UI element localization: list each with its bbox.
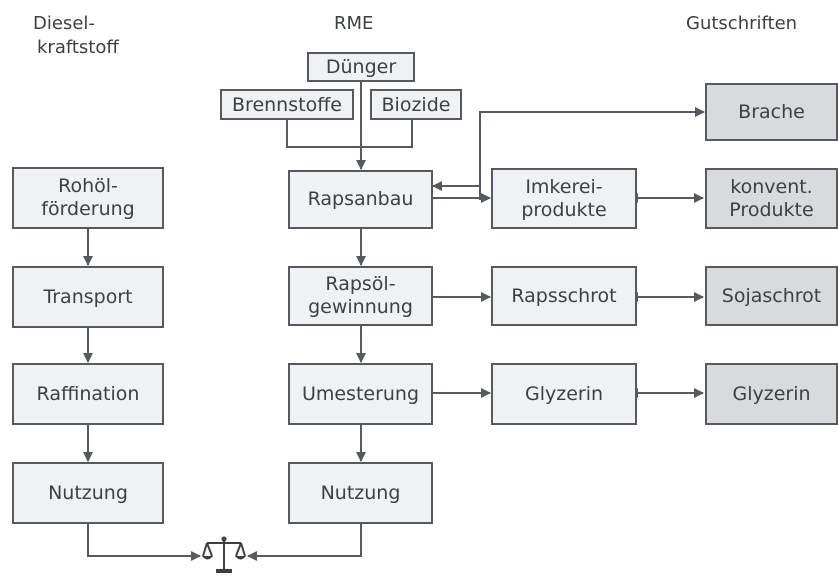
- diesel-step-transport: Transport: [12, 266, 164, 328]
- input-brennstoffe-label: Brennstoffe: [232, 93, 342, 116]
- input-duenger-label: Dünger: [325, 56, 397, 78]
- input-biozide: Biozide: [370, 89, 462, 120]
- header-credits: Gutschriften: [686, 13, 798, 34]
- diesel-step-label: Raffination: [36, 382, 140, 405]
- input-brennstoffe: Brennstoffe: [220, 89, 354, 120]
- diesel-step-label: Transport: [43, 285, 133, 308]
- header-diesel-line2: kraftstoff: [37, 37, 119, 58]
- byproduct-label: produkte: [521, 198, 607, 221]
- diesel-step-rohoel: Rohöl- förderung: [12, 167, 164, 229]
- credit-brache: Brache: [705, 83, 838, 141]
- byproduct-label: Glyzerin: [524, 382, 604, 405]
- rme-step-label: Rapsanbau: [307, 188, 414, 210]
- credit-label: Produkte: [729, 198, 814, 221]
- input-duenger: Dünger: [307, 52, 415, 82]
- rme-step-rapsoel: Rapsöl- gewinnung: [288, 266, 433, 326]
- byproduct-label: Rapsschrot: [511, 284, 617, 307]
- byproduct-imkerei: Imkerei- produkte: [491, 168, 637, 229]
- credit-label: Sojaschrot: [721, 284, 822, 307]
- line-brennstoffe: [286, 120, 413, 148]
- balance-scale-icon: [202, 536, 246, 573]
- credit-label: Brache: [738, 100, 805, 123]
- rme-step-label: Rapsöl-: [325, 273, 396, 295]
- credit-label: Glyzerin: [732, 382, 811, 405]
- rme-step-label: Nutzung: [320, 481, 401, 504]
- byproduct-glyzerin: Glyzerin: [491, 363, 637, 425]
- arrow-rme-to-scale: [247, 524, 362, 561]
- header-diesel-line1: Diesel-: [33, 13, 95, 34]
- diesel-step-raffination: Raffination: [12, 363, 164, 425]
- header-diesel: Diesel- kraftstoff: [33, 12, 119, 60]
- rme-step-label: Umesterung: [301, 382, 420, 405]
- rme-step-rapsanbau: Rapsanbau: [288, 170, 433, 229]
- header-rme: RME: [334, 13, 374, 34]
- rme-step-label: gewinnung: [308, 296, 413, 318]
- diesel-step-nutzung: Nutzung: [12, 462, 164, 524]
- rme-step-umesterung: Umesterung: [288, 363, 433, 425]
- diesel-step-label: Nutzung: [48, 481, 128, 504]
- credit-glyzerin: Glyzerin: [705, 363, 838, 425]
- byproduct-label: Imkerei-: [525, 175, 603, 198]
- rme-step-nutzung: Nutzung: [288, 462, 433, 524]
- arrow-to-brache: [479, 107, 705, 200]
- credit-konvent-produkte: konvent. Produkte: [705, 168, 838, 229]
- diesel-step-label: Rohöl-: [58, 175, 118, 197]
- byproduct-rapsschrot: Rapsschrot: [491, 266, 637, 326]
- credit-sojaschrot: Sojaschrot: [705, 266, 838, 326]
- diesel-step-label: förderung: [41, 198, 135, 220]
- credit-label: konvent.: [730, 175, 813, 198]
- input-biozide-label: Biozide: [381, 93, 451, 116]
- arrow-diesel-to-scale: [87, 524, 201, 561]
